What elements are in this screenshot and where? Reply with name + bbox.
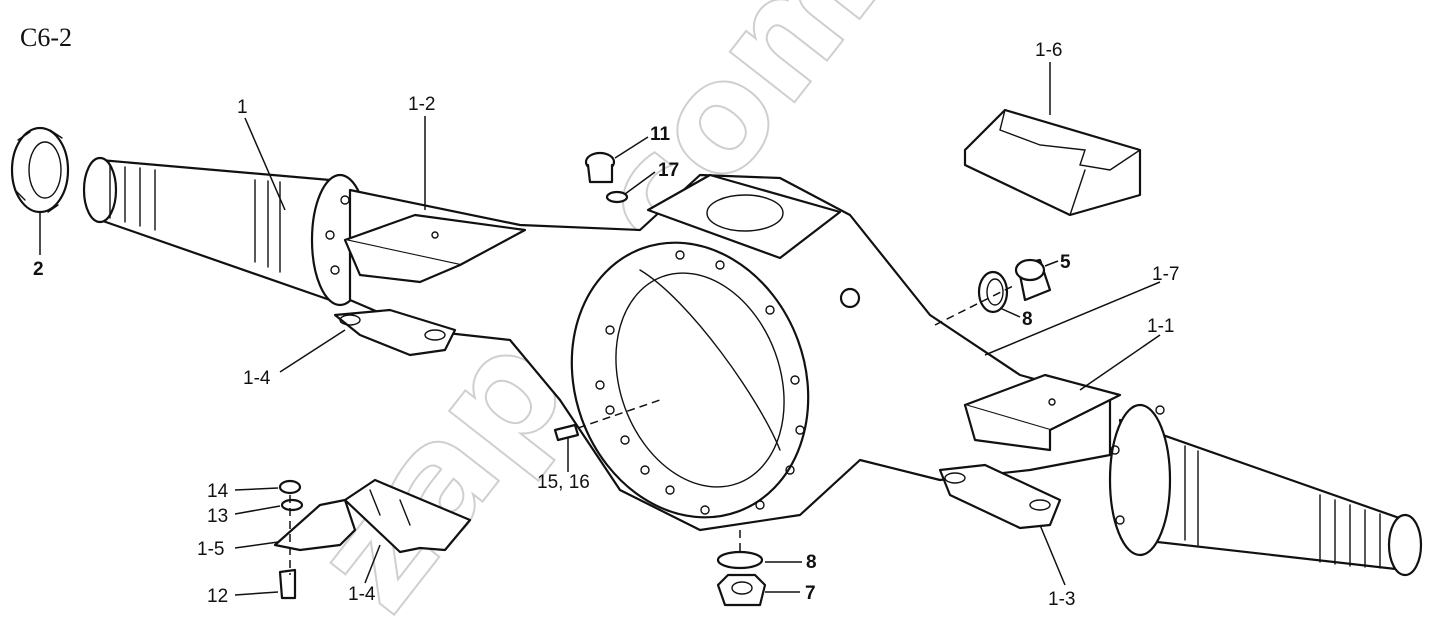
assembly-line-plug [934, 284, 1016, 326]
drain-plug-11[interactable] [584, 151, 616, 184]
label-2: 2 [33, 259, 44, 280]
label-1-7: 1-7 [1152, 264, 1179, 285]
label-1-1: 1-1 [1147, 316, 1174, 337]
left-axle-tube[interactable] [82, 156, 370, 307]
leader-1-3 [1039, 524, 1066, 586]
nut-14[interactable] [278, 479, 302, 495]
bracket-1-3[interactable] [938, 463, 1062, 530]
bracket-1-4-lower[interactable] [343, 478, 472, 554]
lock-nut-2[interactable] [10, 126, 70, 214]
right-axle-tube[interactable] [1108, 403, 1423, 577]
bracket-1-4-upper[interactable] [333, 308, 457, 357]
leader-12 [234, 591, 279, 596]
diagram-title: C6-2 [20, 23, 72, 52]
label-14: 14 [207, 481, 229, 502]
label-8-bottom: 8 [806, 552, 817, 573]
label-1-5: 1-5 [197, 539, 224, 560]
label-1: 1 [237, 97, 248, 118]
leader-1-4-lower [364, 544, 381, 584]
leader-14 [234, 487, 279, 491]
plate-1-6[interactable] [963, 108, 1142, 217]
label-12: 12 [207, 586, 228, 607]
label-1-6: 1-6 [1035, 40, 1062, 61]
leader-1-4-upper [279, 329, 346, 373]
leader-5 [1044, 260, 1059, 267]
label-13: 13 [207, 506, 228, 527]
spring-seat-1-2[interactable] [343, 213, 527, 284]
leader-1-5 [234, 541, 279, 549]
bolt-15-16[interactable] [553, 423, 580, 442]
label-1-3: 1-3 [1048, 589, 1075, 610]
drain-nut-7[interactable] [716, 573, 767, 607]
label-1-4-upper: 1-4 [243, 368, 271, 389]
washer-17[interactable] [605, 190, 629, 204]
plug-5[interactable] [1014, 258, 1052, 302]
leader-1-1 [1079, 334, 1161, 391]
leader-1 [244, 117, 286, 211]
assembly-line-bolt [577, 399, 661, 429]
axle-housing-body[interactable] [348, 173, 1112, 551]
washer-13[interactable] [280, 498, 304, 512]
label-17: 17 [658, 160, 679, 181]
label-11: 11 [650, 124, 671, 145]
clip-plate-1-5[interactable] [273, 498, 357, 552]
washer-8-right[interactable] [977, 270, 1009, 314]
washer-8-bottom[interactable] [716, 550, 764, 570]
label-7: 7 [805, 583, 816, 604]
label-5: 5 [1060, 252, 1071, 273]
leader-1-7 [984, 281, 1161, 356]
label-15-16: 15, 16 [537, 472, 590, 493]
label-1-4-lower: 1-4 [348, 584, 376, 605]
label-8-right: 8 [1022, 309, 1033, 330]
label-1-2: 1-2 [408, 94, 435, 115]
leader-11 [614, 136, 649, 159]
leader-13 [234, 505, 281, 515]
leader-17 [624, 171, 656, 195]
leader-8-right [999, 307, 1021, 318]
bolt-12[interactable] [278, 568, 297, 600]
